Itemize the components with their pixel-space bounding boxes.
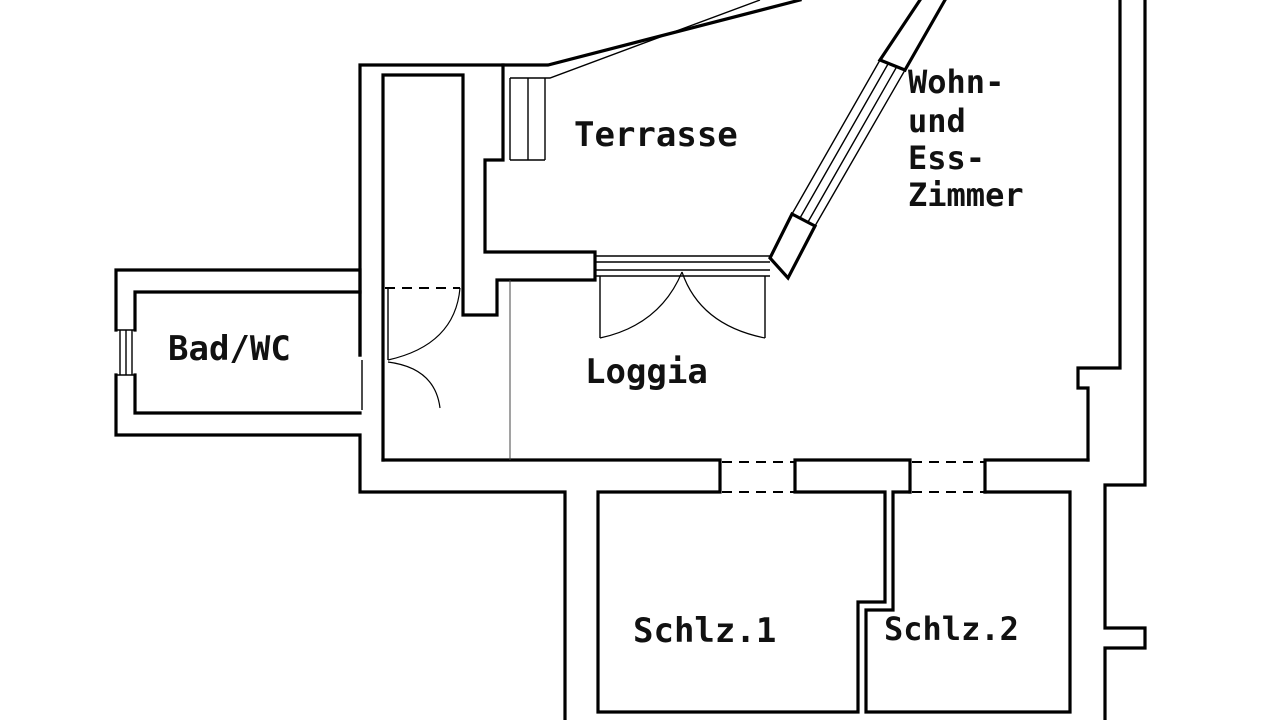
terrace-parapet-inner <box>510 0 761 79</box>
label-schlz2: Schlz.2 <box>884 610 1019 648</box>
loggia-door-swing-right <box>681 271 766 339</box>
label-wohn-line3: Ess- <box>908 139 985 177</box>
corridor-wall <box>381 458 1090 714</box>
living-angled-window <box>791 59 906 227</box>
loggia-door-frame <box>595 255 770 277</box>
label-schlz1: Schlz.1 <box>633 611 776 651</box>
label-loggia: Loggia <box>585 352 708 392</box>
corridor-door-swing <box>387 287 461 361</box>
bedroom1-opening <box>722 461 795 493</box>
shaft-wall <box>358 63 597 462</box>
loggia-door-leaves <box>599 276 766 338</box>
label-terrasse: Terrasse <box>574 115 738 155</box>
windows <box>595 0 947 339</box>
label-bad: Bad/WC <box>168 329 291 369</box>
bath-window <box>116 329 135 376</box>
room-labels: Terrasse Wohn- und Ess- Zimmer Bad/WC Lo… <box>168 63 1024 651</box>
right-outer-wall-outline <box>1103 0 1147 720</box>
bath-outer-wall <box>114 268 567 720</box>
terrace-parapet-top <box>501 0 802 67</box>
label-wohn-line1: Wohn- <box>908 63 1004 101</box>
living-angled-wall-lower <box>768 211 818 281</box>
terrace-step-lines <box>509 78 546 161</box>
bedroom2-wall <box>864 490 1072 714</box>
label-wohn-line2: und <box>908 102 966 140</box>
doors <box>361 287 985 493</box>
label-wohn-line4: Zimmer <box>908 176 1024 214</box>
walls <box>114 0 1147 720</box>
bedroom2-opening <box>912 461 985 493</box>
right-outer-wall <box>1076 0 1122 462</box>
loggia-door-swing-left <box>599 271 683 339</box>
bath-door-swing <box>387 361 441 409</box>
bath-inner-wall <box>133 290 362 415</box>
living-angled-wall <box>877 0 947 73</box>
